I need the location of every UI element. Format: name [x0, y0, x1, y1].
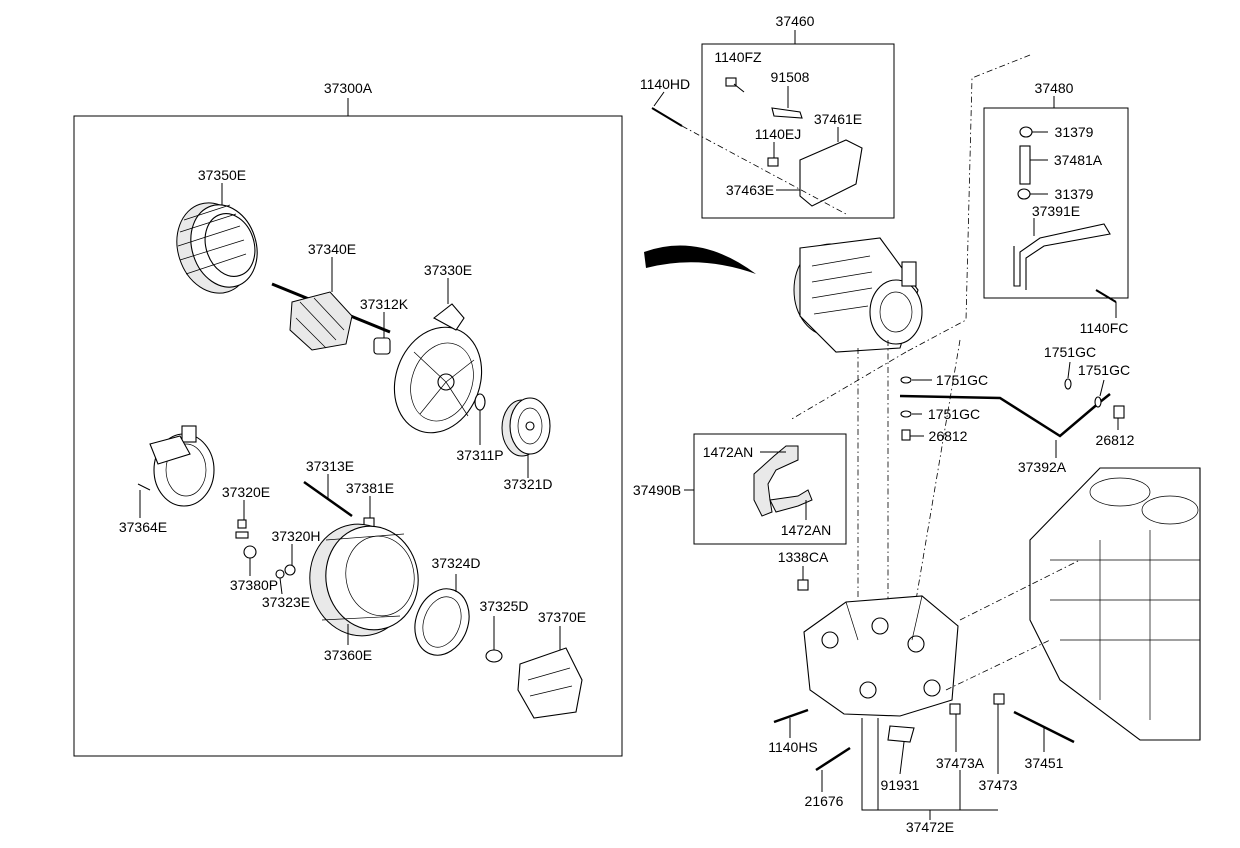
- label-1751GC-d: 1751GC: [1078, 362, 1130, 378]
- bolt-1140FC-drawing: [1095, 289, 1117, 303]
- alternator-assembly-drawing: [793, 237, 923, 353]
- label-37461E: 37461E: [814, 111, 862, 127]
- label-1472AN-b: 1472AN: [781, 522, 832, 538]
- label-37300A: 37300A: [324, 80, 373, 96]
- label-26812-a: 26812: [929, 428, 968, 444]
- label-37320E: 37320E: [222, 484, 270, 500]
- label-37473: 37473: [979, 777, 1018, 793]
- gasket-1751GC-c-drawing: [1064, 378, 1072, 390]
- washer-drawing: [474, 393, 486, 411]
- label-37321D: 37321D: [503, 476, 552, 492]
- oil-pipe-37392A-drawing: [899, 393, 1111, 438]
- label-37325D: 37325D: [479, 598, 528, 614]
- label-37324D: 37324D: [431, 555, 480, 571]
- clip-91508-drawing: [771, 107, 803, 119]
- gasket-1751GC-a-drawing: [900, 376, 912, 384]
- label-37480: 37480: [1035, 80, 1074, 96]
- pulley-drawing: [501, 397, 551, 457]
- bolt-26812-b-drawing: [1113, 405, 1125, 419]
- bracket-37461E-drawing: [799, 139, 863, 207]
- bolt-1140EJ-drawing: [767, 157, 779, 167]
- mounting-bracket-drawing: [803, 595, 959, 717]
- label-1751GC-b: 1751GC: [928, 406, 980, 422]
- label-37323E: 37323E: [262, 594, 310, 610]
- label-1140FZ: 1140FZ: [714, 49, 762, 65]
- label-1140FC: 1140FC: [1080, 320, 1129, 336]
- label-37312K: 37312K: [360, 296, 409, 312]
- label-37381E: 37381E: [346, 480, 394, 496]
- nut-37320H-drawing: [284, 564, 296, 576]
- rear-bracket-drawing: [309, 523, 419, 637]
- label-37380P: 37380P: [230, 577, 278, 593]
- nut-37380P-drawing: [243, 545, 257, 559]
- label-37311P: 37311P: [456, 447, 503, 463]
- label-1140HS: 1140HS: [768, 739, 818, 755]
- washer-37320E-drawing: [235, 531, 249, 539]
- nut-37320E-drawing: [237, 519, 247, 529]
- label-1751GC-a: 1751GC: [936, 372, 988, 388]
- rotor-drawing: [271, 282, 391, 351]
- label-37481A: 37481A: [1054, 152, 1103, 168]
- label-37463E: 37463E: [726, 182, 774, 198]
- label-26812-b: 26812: [1096, 432, 1135, 448]
- label-37360E: 37360E: [324, 647, 372, 663]
- label-37330E: 37330E: [424, 262, 472, 278]
- label-1751GC-c: 1751GC: [1044, 344, 1096, 360]
- label-37392A: 37392A: [1018, 459, 1067, 475]
- brush-holder-drawing: [517, 647, 583, 719]
- group-box-37480: [983, 107, 1129, 299]
- clamp-31379-a-drawing: [1019, 126, 1033, 138]
- through-bolt-drawing: [303, 480, 353, 518]
- clamp-31379-b-drawing: [1017, 188, 1031, 200]
- stator-ring-drawing: [176, 202, 258, 294]
- pipe-37391E-drawing: [1013, 223, 1111, 290]
- bolt-21676-drawing: [815, 746, 851, 772]
- label-1338CA: 1338CA: [778, 549, 829, 565]
- label-37364E: 37364E: [119, 519, 167, 535]
- bolt-1140HS-drawing: [773, 708, 809, 724]
- bolt-1140FZ-drawing: [725, 77, 737, 87]
- cover-ring-drawing: [414, 588, 470, 656]
- label-37350E: 37350E: [198, 167, 246, 183]
- label-1140HD: 1140HD: [640, 76, 690, 92]
- label-37490B: 37490B: [633, 482, 681, 498]
- vacuum-pump-drawing: [149, 425, 215, 507]
- label-31379-a: 31379: [1055, 124, 1094, 140]
- assembly-arrow: [644, 245, 756, 274]
- group-box-37490B: [693, 433, 847, 545]
- gasket-1751GC-d-drawing: [1094, 396, 1102, 408]
- bushing-drawing: [485, 649, 503, 663]
- label-37313E: 37313E: [306, 458, 354, 474]
- label-21676: 21676: [805, 793, 844, 809]
- label-37473A: 37473A: [936, 755, 985, 771]
- label-1140EJ: 1140EJ: [755, 126, 801, 142]
- hose-37490B-drawing: [753, 445, 799, 517]
- label-37472E: 37472E: [906, 819, 954, 835]
- gasket-1751GC-b-drawing: [900, 410, 912, 418]
- dowel-37473A-drawing: [949, 703, 961, 715]
- label-37370E: 37370E: [538, 609, 586, 625]
- label-37320H: 37320H: [271, 528, 320, 544]
- stud-37451-drawing: [1013, 710, 1075, 744]
- engine-block-drawing: [1029, 467, 1201, 741]
- nut-1338CA-drawing: [797, 579, 809, 591]
- dowel-37473-drawing: [993, 693, 1005, 705]
- label-37391E: 37391E: [1032, 203, 1080, 219]
- label-31379-b: 31379: [1055, 186, 1094, 202]
- clip-91931-drawing: [887, 725, 915, 743]
- bolt-26812-a-drawing: [901, 429, 911, 441]
- label-37340E: 37340E: [308, 241, 356, 257]
- front-bracket-drawing: [393, 303, 483, 434]
- label-1472AN-a: 1472AN: [703, 444, 754, 460]
- bolt-1140HD-drawing: [651, 107, 683, 127]
- label-37451: 37451: [1025, 755, 1064, 771]
- group-box-37460: [701, 43, 895, 219]
- label-91931: 91931: [881, 777, 920, 793]
- label-91508: 91508: [771, 69, 810, 85]
- label-37460: 37460: [776, 13, 815, 29]
- hose-37481A-drawing: [1019, 145, 1031, 185]
- bearing-drawing: [373, 337, 391, 355]
